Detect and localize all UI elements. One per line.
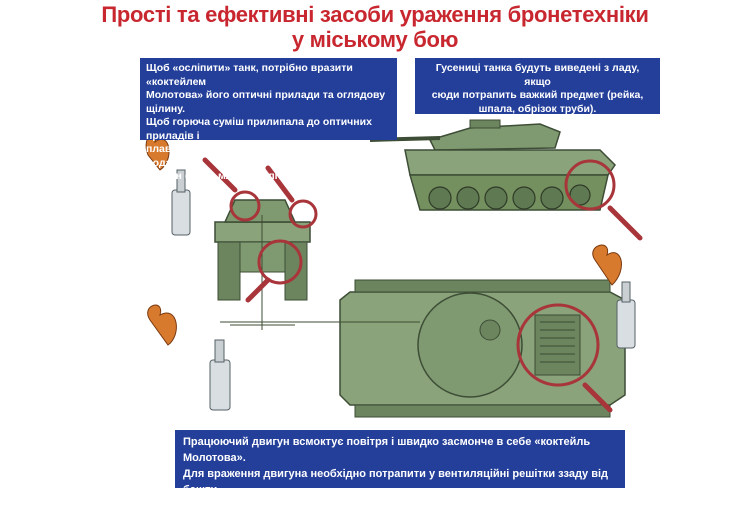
optics-info-line: гудрон (10-20 мл на 0,5 літрову пляшку).: [146, 170, 356, 182]
title-line-1: Прості та ефективні засоби ураження брон…: [101, 2, 649, 27]
molotov-bottle-2: [592, 244, 636, 349]
engine-info-line: Для цього метальнику потрібно знаходитис…: [183, 500, 575, 512]
tank-front-view: [214, 199, 311, 330]
illustration: [145, 119, 643, 418]
optics-info-line: Молотова» його оптичні прилади та оглядо…: [146, 89, 386, 115]
target-circles: [229, 159, 616, 387]
engine-info-line: Для враження двигуна необхідно потрапити…: [183, 468, 609, 496]
engine-info-box: Працюючий двигун всмоктує повітря і швид…: [175, 430, 625, 512]
optics-info-line: плавила їх, до «коктейлю Молотова» потрі…: [146, 143, 389, 169]
tank-side-view: [369, 119, 616, 211]
tracks-info-line: Гусениці танка будуть виведені з ладу, я…: [435, 62, 640, 88]
engine-info-line: Працюючий двигун всмоктує повітря і швид…: [183, 436, 591, 464]
target-arrows: [202, 157, 643, 413]
optics-info-line: Щоб горюча суміш прилипала до оптичних п…: [146, 116, 372, 142]
tracks-info-box: Гусениці танка будуть виведені з ладу, я…: [415, 58, 660, 115]
tracks-info-line: шпала, обрізок труби).: [478, 102, 597, 115]
title-line-2: у міському бою: [291, 27, 459, 52]
optics-info-line: Щоб «осліпити» танк, потрібно вразити «к…: [146, 62, 353, 88]
tank-top-view: [220, 279, 626, 418]
tracks-info-line: сюди потрапить важкий предмет (рейка,: [431, 89, 644, 101]
molotov-bottle-3: [147, 304, 231, 411]
optics-info-box: Щоб «осліпити» танк, потрібно вразити «к…: [140, 58, 397, 182]
page-title: Прості та ефективні засоби ураження брон…: [0, 2, 750, 52]
